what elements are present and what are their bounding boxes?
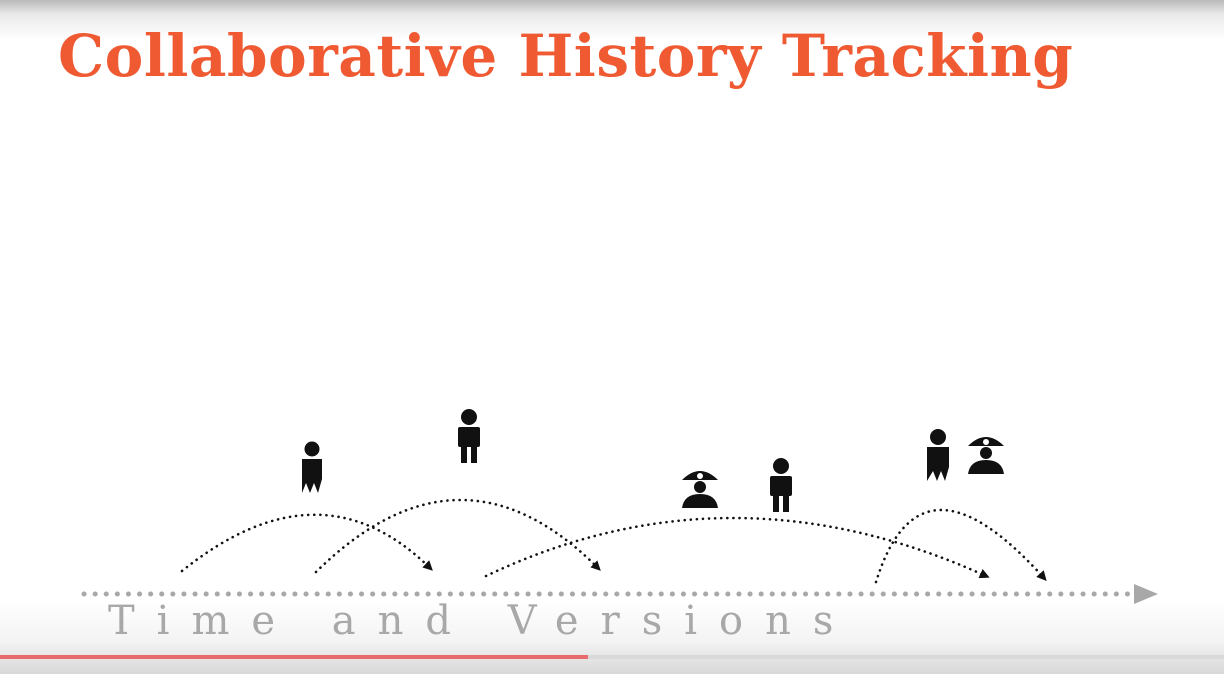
person-icon	[458, 409, 480, 463]
timeline-arrowhead-icon	[1134, 584, 1158, 604]
change-arc-4	[874, 508, 1047, 584]
slide-title: Collaborative History Tracking	[58, 22, 1074, 90]
video-progress-fill[interactable]	[0, 655, 588, 659]
change-arc-3	[484, 516, 990, 579]
person-icon	[927, 429, 949, 481]
change-arc-1	[180, 513, 433, 573]
axis-label: Time and Versions	[108, 598, 856, 644]
person-icon	[302, 441, 322, 493]
person-icon	[770, 458, 792, 512]
pirate-icon	[682, 471, 718, 508]
change-arc-2	[314, 498, 601, 574]
video-progress-track[interactable]	[0, 655, 1224, 659]
pirate-icon	[968, 437, 1004, 474]
